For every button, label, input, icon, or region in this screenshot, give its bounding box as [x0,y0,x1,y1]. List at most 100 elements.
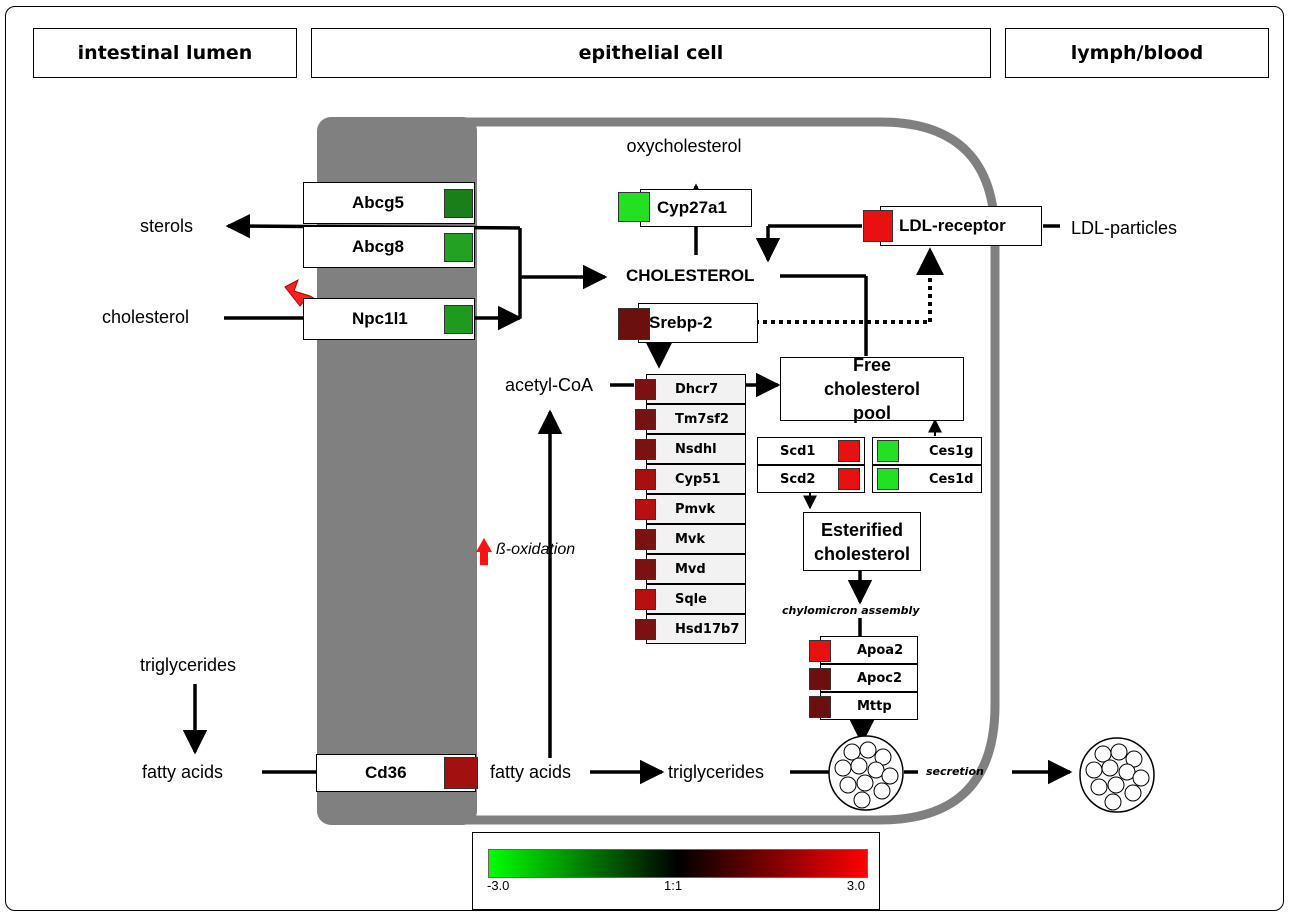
apo-gene-row: Apoa2 [809,636,918,664]
ester-gene-row: Ces1g [872,437,982,465]
cd36-expression-square [444,757,478,789]
ester-gene-expression-square [838,468,860,490]
cholesterol-center-label: CHOLESTEROL [626,266,755,285]
chylomicron-cell-icon [828,735,904,811]
synthesis-gene-row: Cyp51 [635,464,746,494]
apo-gene-row: Mttp [809,692,918,720]
sterols-label: sterols [140,216,194,236]
synthesis-gene-expression-square [635,619,656,640]
oxycholesterol-label: oxycholesterol [626,136,742,156]
apo-gene-row: Apoc2 [809,664,918,692]
cyp27a1-expression-square [618,192,650,222]
synthesis-gene-expression-square [635,469,656,490]
increase-arrow-icon [476,538,492,565]
abcg8-label: Abcg8 [352,237,404,256]
acetyl-coa-label: acetyl-CoA [505,375,594,395]
fatty-acids-lumen-label: fatty acids [142,762,224,782]
ester-gene-row: Ces1d [872,465,982,493]
apo-gene-expression-square [809,696,831,718]
srebp2-expression-square [618,308,650,340]
brush-border-membrane [317,117,477,825]
synthesis-gene-row: Mvk [635,524,746,554]
free-cholesterol-pool-box: Free cholesterol pool [780,355,964,423]
abcg5-box: Abcg5 [303,182,475,224]
srebp2-box: Srebp-2 [638,303,758,343]
synthesis-gene-label: Hsd17b7 [675,622,740,637]
secretion-label: secretion [926,765,984,778]
synthesis-gene-label: Dhcr7 [675,382,719,397]
ldl-particles-label: LDL-particles [1071,218,1178,238]
ldl-receptor-box: LDL-receptor [880,206,1042,246]
synthesis-gene-expression-square [635,439,656,460]
cholesterol-input-label: cholesterol [102,307,190,327]
chylomicron-blood-icon [1079,737,1155,813]
header-lymph-blood: lymph/blood [1005,28,1269,78]
synthesis-gene-expression-square [635,379,656,400]
chylomicron-assembly-label: chylomicron assembly [782,604,920,617]
apo-gene-label: Apoc2 [857,671,903,686]
ester-gene-label: Ces1g [929,444,974,459]
apo-gene-expression-square [809,668,831,690]
ester-gene-row: Scd2 [757,465,865,493]
scale-mid-label: 1:1 [664,878,683,893]
ester-gene-expression-square [877,440,899,462]
cd36-box: Cd36 [316,754,478,792]
triglycerides-lumen-label: triglycerides [140,655,237,675]
synthesis-gene-row: Dhcr7 [635,374,746,404]
synthesis-gene-row: Nsdhl [635,434,746,464]
ester-gene-label: Scd2 [780,472,816,487]
header-intestinal-lumen: intestinal lumen [33,28,297,78]
npc1l1-expression-square [444,305,473,334]
npc1l1-label: Npc1l1 [352,309,408,328]
synthesis-gene-label: Cyp51 [675,472,721,487]
synthesis-gene-expression-square [635,589,656,610]
cell-outline [445,117,1000,825]
abcg5-label: Abcg5 [352,193,404,212]
synthesis-gene-row: Sqle [635,584,746,614]
abcg8-expression-square [444,233,473,262]
esterified-cholesterol-box: Esterified cholesterol [803,512,921,571]
color-scale-legend: -3.0 1:1 3.0 [472,832,880,910]
synthesis-gene-expression-square [635,529,656,550]
beta-oxidation-label: ß-oxidation [496,541,576,558]
scale-min-label: -3.0 [487,878,510,893]
synthesis-gene-label: Nsdhl [675,442,717,457]
cd36-label: Cd36 [365,763,407,782]
synthesis-gene-label: Mvd [675,562,706,577]
npc1l1-box: Npc1l1 [303,298,475,340]
fatty-acids-cell-label: fatty acids [490,762,572,782]
synthesis-gene-row: Tm7sf2 [635,404,746,434]
header-epithelial-cell: epithelial cell [311,28,991,78]
scale-max-label: 3.0 [846,878,865,893]
ester-gene-expression-square [877,468,899,490]
synthesis-gene-expression-square [635,499,656,520]
synthesis-gene-row: Mvd [635,554,746,584]
synthesis-gene-label: Tm7sf2 [675,412,729,427]
ester-gene-row: Scd1 [757,437,865,465]
ldl-receptor-label: LDL-receptor [899,216,1006,235]
synthesis-gene-expression-square [635,409,656,430]
cyp27a1-box: Cyp27a1 [640,189,752,227]
synthesis-gene-label: Pmvk [675,502,716,517]
ldl-receptor-expression-square [863,210,893,242]
figure-frame [5,6,1284,911]
apo-gene-label: Apoa2 [857,643,904,658]
ester-gene-label: Scd1 [780,444,816,459]
cyp27a1-label: Cyp27a1 [657,198,727,217]
apo-gene-label: Mttp [857,699,892,714]
abcg8-box: Abcg8 [303,226,475,268]
ester-gene-label: Ces1d [929,472,974,487]
apo-gene-expression-square [809,640,831,662]
ester-gene-expression-square [838,440,860,462]
srebp2-label: Srebp-2 [649,313,713,332]
abcg5-expression-square [444,189,473,218]
synthesis-gene-expression-square [635,559,656,580]
synthesis-gene-label: Sqle [675,592,707,607]
color-scale-bar [488,849,868,878]
synthesis-gene-row: Hsd17b7 [635,614,746,644]
